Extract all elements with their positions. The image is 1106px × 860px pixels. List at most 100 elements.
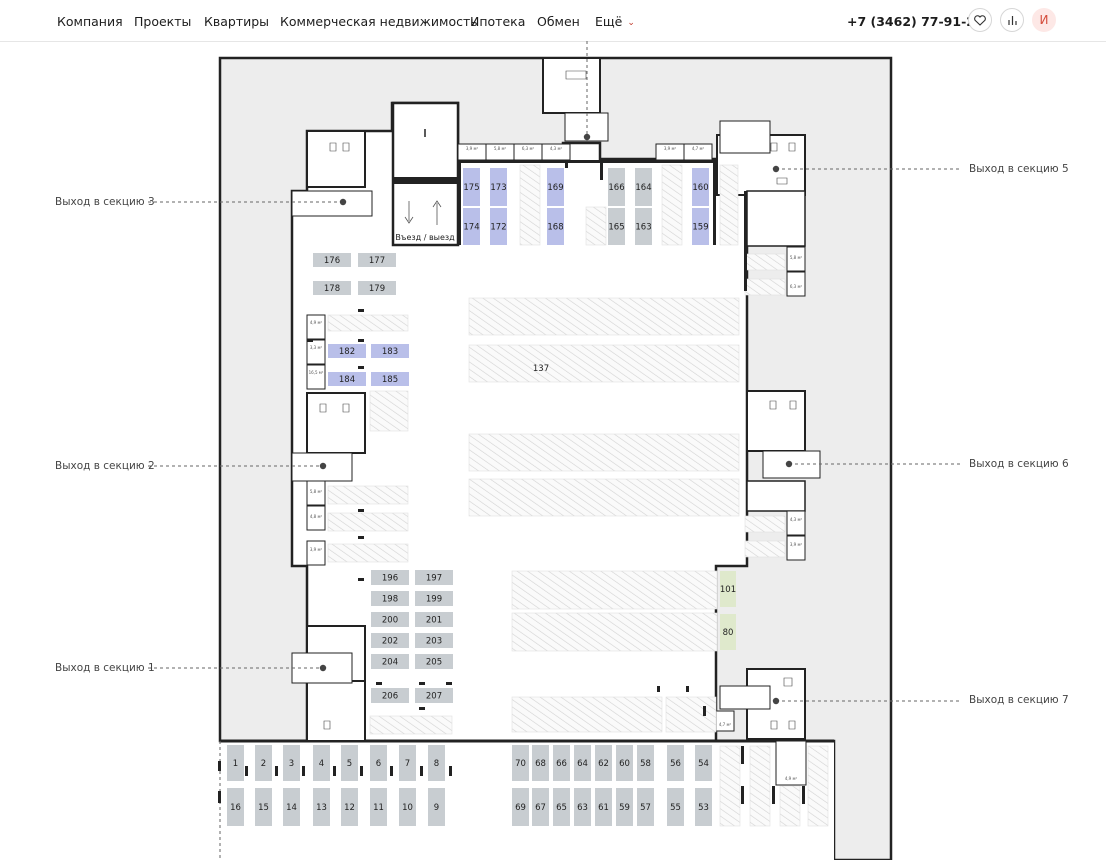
- parking-spot-label: 66: [556, 759, 567, 769]
- parking-spot-80[interactable]: [720, 614, 736, 650]
- parking-spot-67[interactable]: [532, 788, 549, 826]
- parking-spot-11[interactable]: [370, 788, 387, 826]
- exit-label-section-1[interactable]: Выход в секцию 1: [55, 662, 155, 674]
- storage-size-label: 3,9 м²: [310, 547, 323, 552]
- parking-spot-164[interactable]: [635, 168, 652, 206]
- nav-exchange[interactable]: Обмен: [537, 14, 580, 29]
- parking-spot-204[interactable]: [371, 654, 409, 669]
- parking-spot-200[interactable]: [371, 612, 409, 627]
- parking-spot-165[interactable]: [608, 208, 625, 245]
- parking-spot-203[interactable]: [415, 633, 453, 648]
- parking-spot-10[interactable]: [399, 788, 416, 826]
- parking-spot-label: 159: [692, 223, 708, 233]
- parking-spot-205[interactable]: [415, 654, 453, 669]
- parking-spot-label: 15: [258, 803, 269, 813]
- parking-spot-53[interactable]: [695, 788, 712, 826]
- nav-more[interactable]: Ещё⌄: [595, 14, 635, 29]
- parking-spot-207[interactable]: [415, 688, 453, 703]
- parking-spot-15[interactable]: [255, 788, 272, 826]
- parking-spot-label: 1: [233, 759, 238, 769]
- compare-button[interactable]: [1000, 8, 1024, 32]
- parking-spot-label: 8: [434, 759, 439, 769]
- parking-spot-63[interactable]: [574, 788, 591, 826]
- parking-spot-182[interactable]: [328, 344, 366, 358]
- storage-size-label: 4,9 м²: [310, 320, 323, 325]
- exit-label-section-7[interactable]: Выход в секцию 7: [969, 694, 1069, 706]
- exit-label-section-2[interactable]: Выход в секцию 2: [55, 460, 155, 472]
- parking-spot-159[interactable]: [692, 208, 709, 245]
- parking-spot-69[interactable]: [512, 788, 529, 826]
- parking-spot-179[interactable]: [358, 281, 396, 295]
- parking-spot-60[interactable]: [616, 745, 633, 781]
- nav-company[interactable]: Компания: [57, 14, 123, 29]
- parking-spot-178[interactable]: [313, 281, 351, 295]
- parking-spot-label: 56: [670, 759, 681, 769]
- parking-spot-2[interactable]: [255, 745, 272, 781]
- user-avatar[interactable]: И: [1032, 8, 1056, 32]
- parking-spot-176[interactable]: [313, 253, 351, 267]
- parking-spot-199[interactable]: [415, 591, 453, 606]
- parking-spot-184[interactable]: [328, 372, 366, 386]
- parking-spot-197[interactable]: [415, 570, 453, 585]
- parking-spot-13[interactable]: [313, 788, 330, 826]
- parking-spot-198[interactable]: [371, 591, 409, 606]
- parking-spot-9[interactable]: [428, 788, 445, 826]
- parking-spot-8[interactable]: [428, 745, 445, 781]
- parking-spot-202[interactable]: [371, 633, 409, 648]
- parking-spot-196[interactable]: [371, 570, 409, 585]
- parking-spot-175[interactable]: [463, 168, 480, 206]
- nav-commercial[interactable]: Коммерческая недвижимость: [280, 14, 478, 29]
- favorites-button[interactable]: [968, 8, 992, 32]
- entrance-label: Въезд / выезд: [395, 233, 455, 242]
- parking-spot-59[interactable]: [616, 788, 633, 826]
- phone-link[interactable]: +7 (3462) 77-91-26: [847, 14, 984, 29]
- parking-spot-16[interactable]: [227, 788, 244, 826]
- parking-spot-206[interactable]: [371, 688, 409, 703]
- parking-spot-173[interactable]: [490, 168, 507, 206]
- nav-mortgage[interactable]: Ипотека: [470, 14, 526, 29]
- parking-spot-66[interactable]: [553, 745, 570, 781]
- parking-spot-183[interactable]: [371, 344, 409, 358]
- parking-spot-68[interactable]: [532, 745, 549, 781]
- parking-spot-56[interactable]: [667, 745, 684, 781]
- parking-spot-62[interactable]: [595, 745, 612, 781]
- parking-spot-70[interactable]: [512, 745, 529, 781]
- storage-size-label: 16,5 м²: [309, 370, 324, 375]
- parking-spot-58[interactable]: [637, 745, 654, 781]
- parking-spot-185[interactable]: [371, 372, 409, 386]
- parking-spot-177[interactable]: [358, 253, 396, 267]
- parking-spot-12[interactable]: [341, 788, 358, 826]
- exit-label-section-6[interactable]: Выход в секцию 6: [969, 458, 1069, 470]
- parking-spot-169[interactable]: [547, 168, 564, 206]
- parking-spot-1[interactable]: [227, 745, 244, 781]
- parking-spot-201[interactable]: [415, 612, 453, 627]
- parking-spot-4[interactable]: [313, 745, 330, 781]
- parking-spot-168[interactable]: [547, 208, 564, 245]
- exit-label-section-3[interactable]: Выход в секцию 3: [55, 196, 155, 208]
- parking-spot-65[interactable]: [553, 788, 570, 826]
- parking-spot-55[interactable]: [667, 788, 684, 826]
- parking-spot-57[interactable]: [637, 788, 654, 826]
- parking-spot-label: 172: [490, 223, 506, 233]
- nav-apartments[interactable]: Квартиры: [204, 14, 270, 29]
- parking-spot-label: 160: [692, 183, 708, 193]
- parking-spot-7[interactable]: [399, 745, 416, 781]
- parking-spot-174[interactable]: [463, 208, 480, 245]
- parking-spot-160[interactable]: [692, 168, 709, 206]
- parking-spot-64[interactable]: [574, 745, 591, 781]
- parking-spot-14[interactable]: [283, 788, 300, 826]
- parking-spot-label: 57: [640, 803, 651, 813]
- parking-spot-101[interactable]: [720, 571, 736, 607]
- nav-more-label: Ещё: [595, 14, 623, 29]
- nav-projects[interactable]: Проекты: [134, 14, 192, 29]
- parking-spot-6[interactable]: [370, 745, 387, 781]
- parking-spot-label: 198: [382, 595, 398, 605]
- parking-spot-172[interactable]: [490, 208, 507, 245]
- parking-spot-54[interactable]: [695, 745, 712, 781]
- parking-spot-61[interactable]: [595, 788, 612, 826]
- parking-spot-5[interactable]: [341, 745, 358, 781]
- parking-spot-163[interactable]: [635, 208, 652, 245]
- parking-spot-3[interactable]: [283, 745, 300, 781]
- parking-spot-166[interactable]: [608, 168, 625, 206]
- exit-label-section-5[interactable]: Выход в секцию 5: [969, 163, 1069, 175]
